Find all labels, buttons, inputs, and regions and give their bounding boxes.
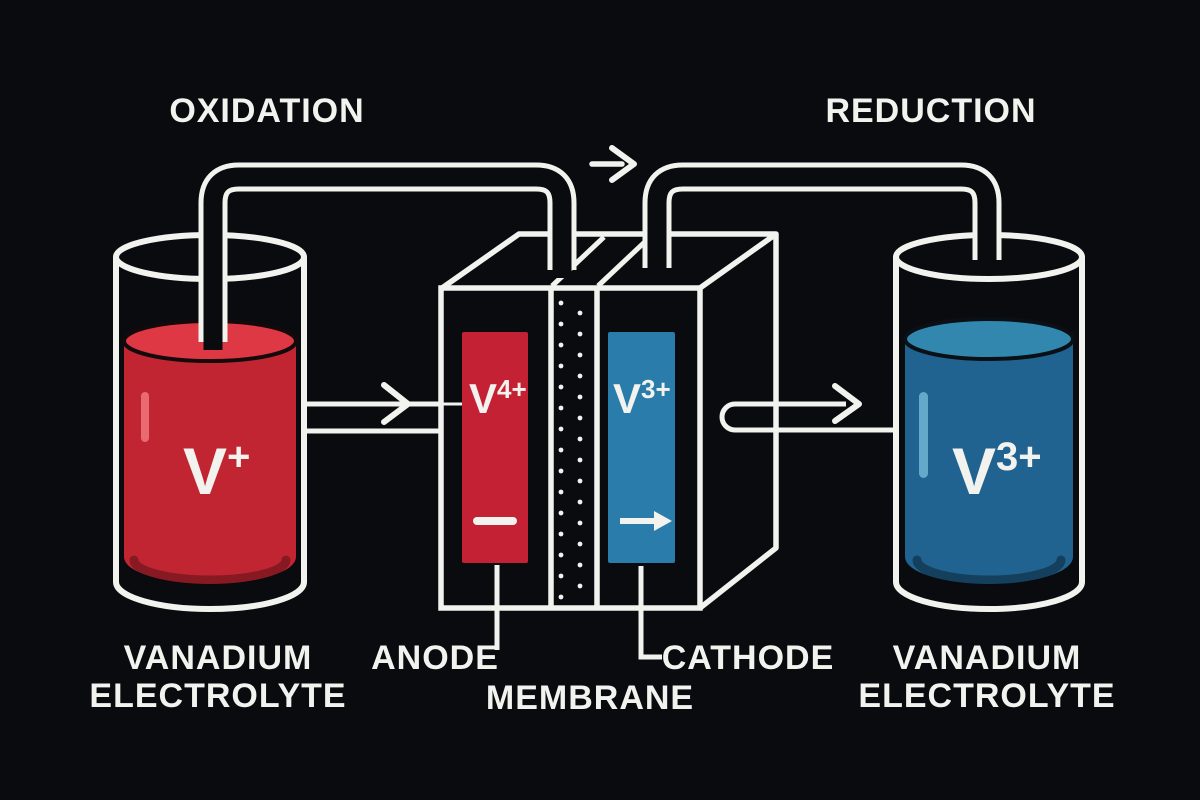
- right-duct-capsule: [719, 401, 896, 433]
- anode-ion-label: V4+: [469, 374, 527, 422]
- flow-arrow-left-icon: [381, 382, 411, 425]
- right-arrow-icon: [620, 511, 672, 531]
- cathode-label: CATHODE: [662, 639, 835, 677]
- left-tank-caption-line1: VANADIUM: [124, 639, 313, 677]
- right-tank-caption-line1: VANADIUM: [893, 639, 1082, 677]
- left-liquid-highlight: [141, 392, 149, 442]
- anode-electrode: [462, 332, 528, 563]
- right-liquid-surface: [903, 317, 1075, 361]
- membrane-label: MEMBRANE: [486, 679, 694, 717]
- anode-label: ANODE: [371, 639, 499, 677]
- cathode-electrode: [608, 332, 675, 563]
- cell-stack: V4+ V3+: [438, 231, 779, 660]
- right-liquid-highlight: [919, 392, 928, 478]
- oxidation-pipe: [198, 162, 577, 350]
- membrane-top-edge-right: [596, 235, 652, 288]
- left-tank-bottom: [113, 581, 307, 612]
- reduction-pipe: [642, 162, 1002, 276]
- left-liquid-body: [124, 341, 296, 584]
- right-tank: V3+: [893, 232, 1085, 612]
- flow-arrow-top-icon: [589, 145, 637, 183]
- left-duct: [304, 382, 462, 434]
- cathode-leader-line: [638, 566, 662, 660]
- cell-top-face: [440, 231, 779, 611]
- left-tank-caption-line2: ELECTROLYTE: [89, 677, 346, 715]
- right-liquid-bottom-shade: [912, 555, 1066, 585]
- right-liquid-body: [905, 339, 1073, 584]
- oxidation-label: OXIDATION: [169, 92, 364, 130]
- cathode-ion-label: V3+: [613, 374, 671, 422]
- cell-front-face: [438, 285, 703, 611]
- right-duct: [719, 383, 896, 433]
- minus-icon: [473, 517, 517, 525]
- left-tank-ion-label: V+: [183, 434, 250, 508]
- membrane-dots: [558, 300, 583, 600]
- right-tank-ion-label: V3+: [952, 434, 1042, 508]
- left-liquid-bottom-shade: [129, 555, 291, 585]
- right-tank-bottom: [893, 581, 1085, 612]
- right-tank-caption-line2: ELECTROLYTE: [858, 677, 1115, 715]
- reduction-label: REDUCTION: [825, 92, 1036, 130]
- flow-arrow-right-icon: [832, 383, 862, 424]
